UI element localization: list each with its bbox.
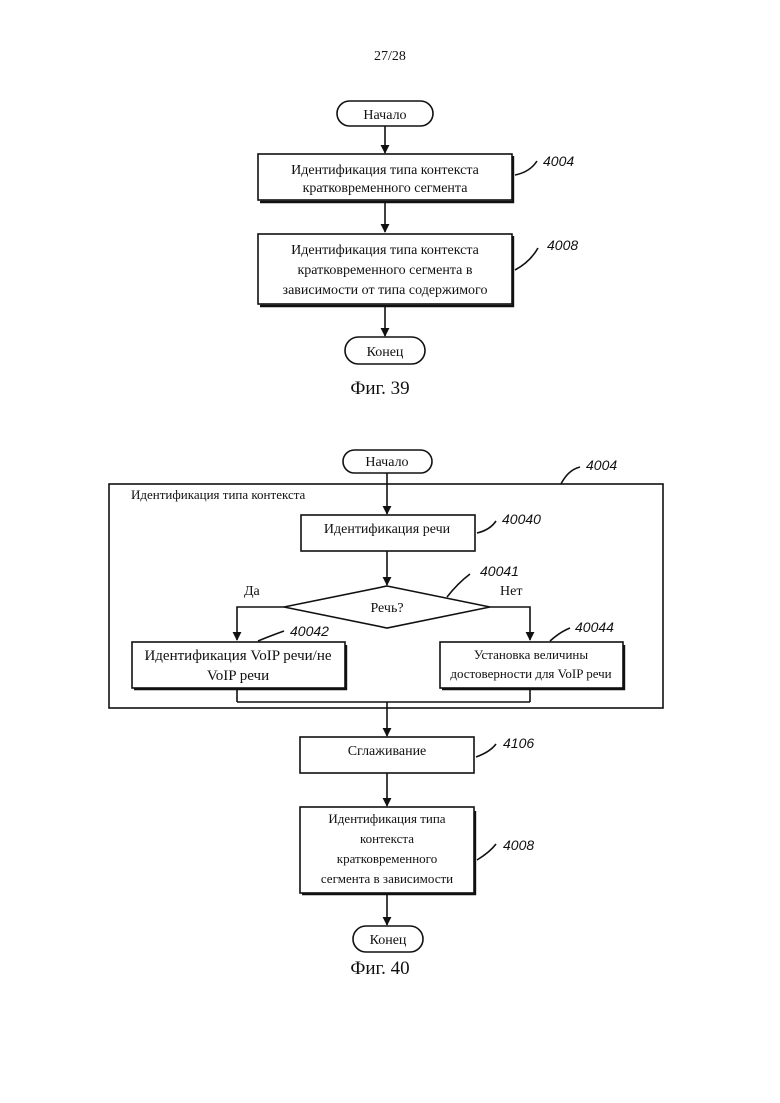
fig40-voip-line1: Идентификация VoIP речи/не	[144, 648, 331, 664]
fig40-decision-label: Речь?	[370, 601, 403, 616]
fig40-speech-id-label: Идентификация речи	[324, 522, 451, 537]
figure-39: Начало Идентификация типа контекста крат…	[258, 101, 578, 399]
fig40-start-terminal: Начало	[343, 450, 432, 473]
fig40-no-label: Нет	[500, 584, 522, 599]
fig39-ref-leader-4008	[515, 248, 538, 270]
fig40-confidence-line2: достоверности для VoIP речи	[450, 666, 611, 681]
fig39-step2-line2: кратковременного сегмента в	[298, 263, 473, 278]
fig40-step-4008: Идентификация типа контекста кратковреме…	[300, 807, 475, 894]
fig39-end-terminal: Конец	[345, 337, 425, 364]
fig40-yes-label: Да	[244, 584, 261, 599]
fig40-ref-40040: 40040	[502, 511, 541, 527]
fig40-ref-leader-4004	[561, 467, 580, 484]
fig39-caption: Фиг. 39	[350, 378, 409, 399]
fig39-ref-4008: 4008	[547, 237, 578, 253]
fig40-step-40044: Установка величины достоверности для VoI…	[440, 642, 624, 689]
fig39-ref-leader-4004	[515, 161, 537, 175]
fig39-end-label: Конец	[367, 345, 404, 360]
fig40-start-label: Начало	[365, 455, 408, 470]
fig40-ref-4004: 4004	[586, 457, 617, 473]
fig40-ref-4008: 4008	[503, 837, 534, 853]
fig39-step-4004: Идентификация типа контекста кратковреме…	[258, 154, 513, 202]
fig39-start-label: Начало	[363, 108, 406, 123]
figure-40: Начало Идентификация типа контекста 4004…	[109, 450, 663, 979]
fig40-ref-leader-4008	[477, 844, 496, 860]
fig40-ref-leader-4106	[476, 744, 496, 757]
fig40-ref-40042: 40042	[290, 623, 329, 639]
fig40-final-line1: Идентификация типа	[328, 811, 445, 826]
fig39-step2-line3: зависимости от типа содержимого	[283, 283, 488, 298]
fig40-ref-40041: 40041	[480, 563, 519, 579]
page-number: 27/28	[374, 49, 406, 64]
fig40-group-label: Идентификация типа контекста	[131, 487, 306, 502]
fig39-step1-line2: кратковременного сегмента	[303, 181, 469, 196]
fig40-smoothing-label: Сглаживание	[348, 744, 427, 759]
fig40-caption: Фиг. 40	[350, 958, 409, 979]
fig39-step1-line1: Идентификация типа контекста	[291, 163, 480, 178]
fig40-step-4106: Сглаживание	[300, 737, 474, 773]
fig40-ref-4106: 4106	[503, 735, 534, 751]
fig39-ref-4004: 4004	[543, 153, 574, 169]
fig39-start-terminal: Начало	[337, 101, 433, 126]
fig40-step-40040: Идентификация речи	[301, 515, 475, 551]
fig40-final-line4: сегмента в зависимости	[321, 871, 453, 886]
fig40-end-label: Конец	[370, 933, 407, 948]
fig40-final-line2: контекста	[360, 831, 414, 846]
fig40-step-40042: Идентификация VoIP речи/не VoIP речи	[132, 642, 346, 689]
fig40-confidence-line1: Установка величины	[474, 647, 588, 662]
fig39-step2-line1: Идентификация типа контекста	[291, 243, 480, 258]
fig39-step-4008: Идентификация типа контекста кратковреме…	[258, 234, 513, 306]
fig40-end-terminal: Конец	[353, 926, 423, 952]
fig40-ref-40044: 40044	[575, 619, 614, 635]
fig40-voip-line2: VoIP речи	[207, 668, 269, 684]
fig40-final-line3: кратковременного	[337, 851, 437, 866]
